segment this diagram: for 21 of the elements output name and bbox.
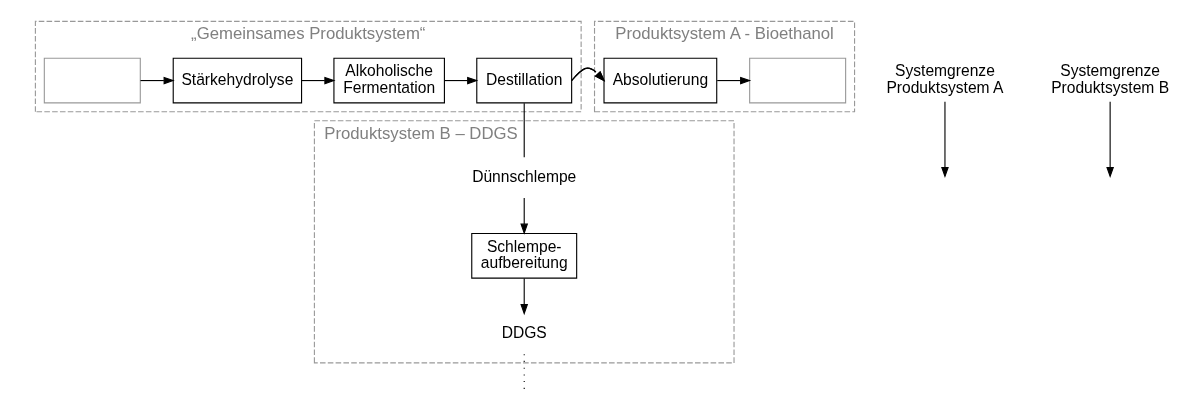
node-box: Stärkehydrolyse (172, 57, 303, 104)
arrow (941, 101, 949, 179)
arrow (520, 277, 529, 316)
arrow (520, 197, 529, 235)
node-box (43, 57, 141, 104)
node-text: Dünnschlempe (472, 167, 577, 185)
arrow (444, 76, 479, 85)
node-box: Schlempe- aufbereitung (471, 232, 578, 279)
arrow (716, 76, 752, 85)
node-box: Destillation (476, 57, 573, 104)
node-text: Systemgrenze Produktsystem A (886, 62, 1004, 97)
arrow (301, 76, 336, 85)
node-text: Systemgrenze Produktsystem B (1051, 62, 1170, 97)
node-box: Absolutierung (603, 57, 718, 104)
connector (523, 102, 525, 158)
node-text: DDGS (501, 324, 547, 342)
arrow (139, 76, 175, 85)
arrow (571, 67, 606, 82)
node-box: Alkoholische Fermentation (333, 57, 445, 104)
node-box (749, 57, 847, 104)
arrow (1106, 101, 1115, 179)
